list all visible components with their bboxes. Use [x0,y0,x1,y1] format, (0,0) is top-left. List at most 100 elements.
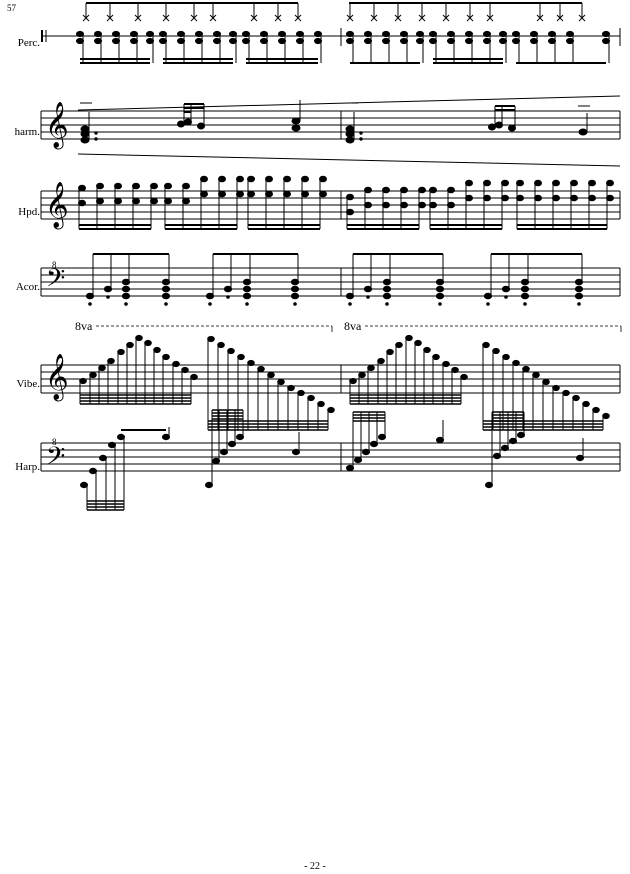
notehead [236,433,244,441]
notehead [429,30,437,38]
notehead [89,371,97,379]
notehead [317,400,325,408]
notehead [492,347,500,355]
notehead [172,360,180,368]
page-number: - 22 - [304,861,326,872]
notehead [98,364,106,372]
notehead [177,30,185,38]
notehead [78,184,86,192]
svg-text:𝄢: 𝄢 [46,443,65,476]
svg-text:𝄞: 𝄞 [45,354,69,402]
notehead [290,285,300,293]
notehead [117,433,125,441]
notehead [576,454,584,462]
notehead [346,193,354,201]
notehead [485,481,493,489]
notehead [574,278,584,286]
notehead [570,179,578,187]
notehead [386,348,394,356]
notehead [414,339,422,347]
notehead [572,394,580,402]
notehead [502,353,510,361]
clef-octave-mark: 8 [52,437,57,447]
notehead [117,348,125,356]
notehead [297,389,305,397]
notehead [182,182,190,190]
notehead [465,30,473,38]
notehead [465,179,473,187]
notehead [400,30,408,38]
notehead [287,384,295,392]
notehead [319,175,327,183]
notehead [432,353,440,361]
notehead [228,440,236,448]
instrument-label-accordion: Acor. [15,281,40,293]
notehead [242,30,250,38]
notehead [534,179,542,187]
notehead [447,30,455,38]
notehead [435,278,445,286]
instrument-label-harp: Harp. [15,461,40,473]
notehead [237,353,245,361]
notehead [400,186,408,194]
staff [41,442,620,472]
notehead [416,30,424,38]
notehead [205,292,215,300]
instrument-label-vibraphone: Vibe. [16,378,40,390]
vibraphone-notes: 8va 8va [75,319,622,431]
notehead [327,406,335,414]
instrument-label-percussion: Perc. [17,37,40,49]
notehead [292,448,300,456]
notehead [520,292,530,300]
octave-mark: 8va [75,319,93,333]
notehead [135,334,143,342]
notehead [200,175,208,183]
notehead [364,186,372,194]
notehead [395,341,403,349]
notehead [435,292,445,300]
notehead [532,371,540,379]
notehead [522,365,530,373]
notehead [107,357,115,365]
notehead [548,30,556,38]
harpsichord-notes [78,175,614,230]
notehead [512,30,520,38]
notehead [218,175,226,183]
notehead [429,186,437,194]
notehead [132,182,140,190]
notehead [257,365,265,373]
notehead [382,278,392,286]
notehead [213,30,221,38]
notehead [144,339,152,347]
notehead [382,292,392,300]
notehead [103,285,113,293]
notehead [161,278,171,286]
notehead [378,433,386,441]
notehead [223,285,233,293]
notehead [162,353,170,361]
notehead [516,179,524,187]
notehead [493,452,501,460]
notehead [602,412,610,420]
notehead [96,182,104,190]
notehead [247,175,255,183]
notehead [346,30,354,38]
notehead [290,278,300,286]
notehead [566,30,574,38]
notehead [126,341,134,349]
instrument-label-harmonium: harm. [14,126,40,138]
notehead [460,373,468,381]
notehead [362,448,370,456]
notehead [159,30,167,38]
notehead [164,182,172,190]
notehead [602,30,610,38]
notehead [217,341,225,349]
notehead [562,389,570,397]
percussion-notes [76,2,610,64]
notehead [212,457,220,465]
treble-clef-icon: 𝄞 𝄞 𝄞 [45,102,69,402]
notehead [364,30,372,38]
notehead [112,30,120,38]
